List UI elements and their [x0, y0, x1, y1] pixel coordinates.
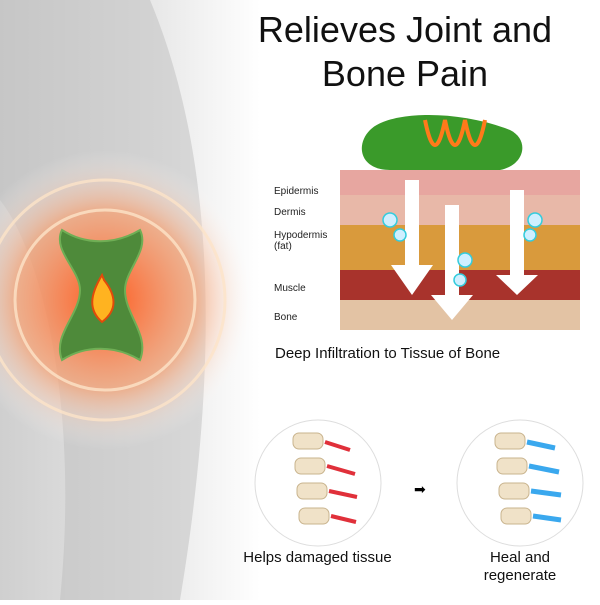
page-title: Relieves Joint and Bone Pain	[257, 9, 553, 94]
skin-layer-diagram	[340, 115, 580, 330]
healed-spine-image	[456, 419, 584, 547]
layer-label-muscle: Muscle	[274, 283, 306, 294]
layer-label-epidermis: Epidermis	[274, 186, 319, 197]
flame-icon	[91, 272, 115, 324]
damaged-spine-image	[254, 419, 382, 547]
diagram-caption: Deep Infiltration to Tissue of Bone	[275, 345, 501, 362]
hip-joint-illustration	[0, 0, 260, 600]
layer-label-dermis: Dermis	[274, 207, 306, 218]
hip-pain-graphic	[0, 0, 255, 600]
arrow-down-icon	[391, 180, 538, 320]
after-caption: Heal and regenerate	[483, 549, 557, 584]
molecule-icon	[382, 212, 543, 287]
before-caption: Helps damaged tissue	[243, 549, 392, 566]
layer-label-hypodermis: Hypodermis (fat)	[274, 230, 328, 252]
arrow-right-icon: ➡	[414, 481, 426, 497]
heat-icon	[423, 119, 487, 147]
patch-icon	[361, 115, 523, 170]
layer-label-bone: Bone	[274, 312, 298, 323]
